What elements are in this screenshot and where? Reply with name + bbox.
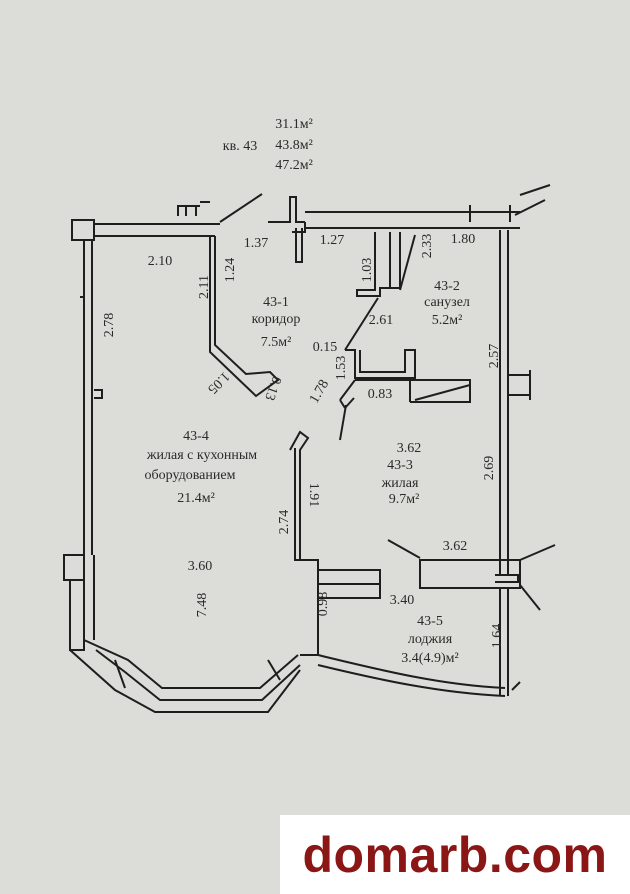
room-name: санузел xyxy=(424,295,470,310)
dimension-label: 7.48 xyxy=(195,592,210,618)
dimension-label: 3.40 xyxy=(389,593,415,608)
dimension-label: 1.27 xyxy=(319,233,345,248)
room-name: коридор xyxy=(251,312,301,327)
dimension-label: 1.80 xyxy=(450,232,476,247)
vent xyxy=(177,201,210,216)
dimension-label: 1.53 xyxy=(334,355,349,381)
dimension-label: 2.69 xyxy=(482,455,497,481)
wall-right xyxy=(499,230,531,575)
room-id: 43-3 xyxy=(387,458,413,473)
room-id: 43-4 xyxy=(183,429,209,444)
dimension-label: 3.62 xyxy=(442,539,468,554)
room-name: жилая с кухонным xyxy=(146,448,258,463)
room-area: 7.5м² xyxy=(260,335,292,350)
dimension-label: 3.62 xyxy=(396,441,422,456)
room-area: 21.4м² xyxy=(177,491,215,506)
apartment-number: кв. 43 xyxy=(222,139,258,154)
dimension-label: 1.03 xyxy=(360,257,375,283)
dimension-label: 2.57 xyxy=(487,343,502,369)
wall-bath-bottom xyxy=(345,349,471,403)
dimension-label: 2.61 xyxy=(368,313,394,328)
wall-room3-bottom xyxy=(387,539,556,611)
dimension-label: 2.33 xyxy=(420,233,435,259)
dimension-label: 1.37 xyxy=(243,236,269,251)
dimension-label: 1.91 xyxy=(306,482,321,508)
wall-corridor xyxy=(209,236,280,398)
area-living: 31.1м² xyxy=(275,117,313,132)
wall-loggia xyxy=(317,588,521,697)
dimension-label: 2.74 xyxy=(277,509,292,535)
room-id: 43-5 xyxy=(417,614,443,629)
wall-bathroom xyxy=(344,232,416,351)
room-area: 3.4(4.9)м² xyxy=(401,651,459,666)
wall-top-right xyxy=(268,184,551,263)
dimension-label: 1.64 xyxy=(490,623,505,649)
area-total: 43.8м² xyxy=(275,138,313,153)
wall-bay-window xyxy=(63,554,301,713)
dimension-label: 0.98 xyxy=(316,591,331,617)
room-area: 5.2м² xyxy=(431,313,463,328)
dimension-label: 0.15 xyxy=(312,340,338,355)
area-total-with-loggia: 47.2м² xyxy=(275,158,313,173)
dimension-label: 2.78 xyxy=(102,312,117,338)
room-name: жилая xyxy=(381,476,419,491)
dimension-label: 2.11 xyxy=(197,275,212,299)
dimension-label: 0.83 xyxy=(367,387,393,402)
room-id: 43-2 xyxy=(434,279,460,294)
dimension-label: 1.24 xyxy=(223,257,238,283)
dimension-label: 3.60 xyxy=(187,559,213,574)
dimension-label: 2.10 xyxy=(147,254,173,269)
watermark: domarb.com xyxy=(280,815,630,894)
room-name-line2: оборудованием xyxy=(144,468,236,483)
room-id: 43-1 xyxy=(263,295,289,310)
wall-top-left xyxy=(71,219,220,241)
room-area: 9.7м² xyxy=(388,492,420,507)
wall-left xyxy=(80,240,103,555)
entry-door xyxy=(219,193,263,223)
watermark-text: domarb.com xyxy=(302,826,608,883)
wall-partition xyxy=(289,430,310,560)
room-name: лоджия xyxy=(407,632,453,647)
